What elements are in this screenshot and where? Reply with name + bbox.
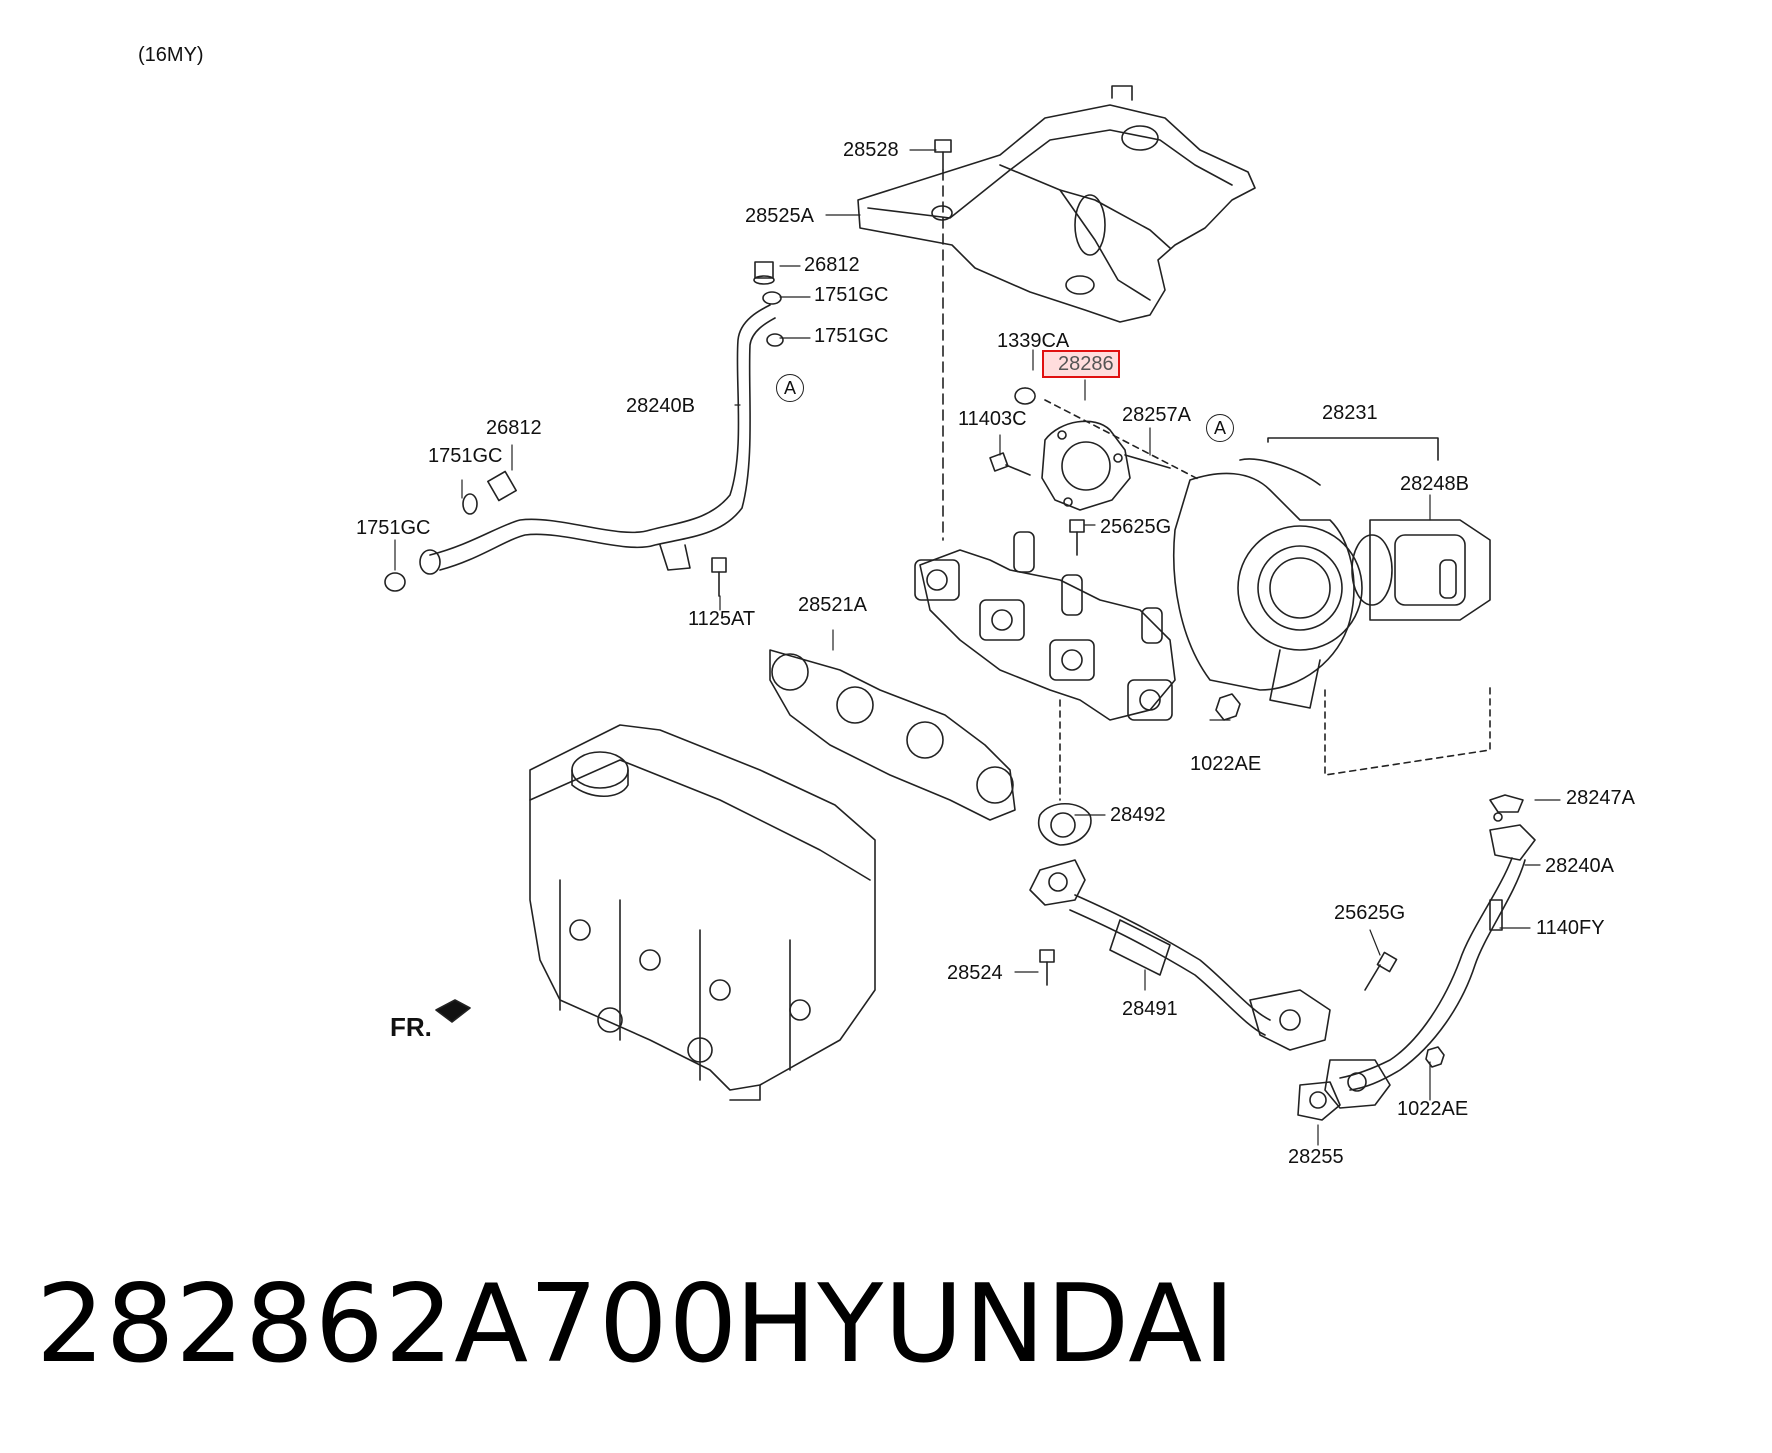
eyebolts-drawing <box>384 261 784 597</box>
reference-marker-a: A <box>776 374 804 402</box>
highlight-box <box>1042 350 1120 378</box>
turbocharger-drawing <box>1172 458 1491 709</box>
callout-1022AE: 1022AE <box>1397 1098 1469 1120</box>
callout-1339CA: 1339CA <box>997 330 1070 352</box>
oil-return-pipe-drawing <box>1297 794 1536 1121</box>
front-arrow-icon <box>435 999 471 1023</box>
heat-shield-drawing <box>857 85 1256 323</box>
callout-28521A: 28521A <box>798 594 867 616</box>
engine-cylinder-head-drawing <box>529 724 876 1101</box>
front-indicator: FR. <box>390 1012 432 1042</box>
bracket-28231 <box>1267 437 1439 461</box>
bolt-28528-drawing <box>934 139 952 171</box>
brand-name: HYUNDAI <box>735 1262 1237 1387</box>
callout-1751GC: 1751GC <box>814 284 889 306</box>
egr-pipe-drawing <box>1029 803 1398 1051</box>
highlighted-part-label: 28286 <box>1058 353 1114 375</box>
callout-28257A: 28257A <box>1122 404 1191 426</box>
callout-1022AE: 1022AE <box>1190 753 1262 775</box>
callout-28525A: 28525A <box>745 205 814 227</box>
callout-28248B: 28248B <box>1400 473 1469 495</box>
exhaust-manifold-drawing <box>914 531 1176 721</box>
callout-28528: 28528 <box>843 139 899 161</box>
studs-drawing <box>989 452 1241 721</box>
callout-28524: 28524 <box>947 962 1003 984</box>
manifold-gasket-drawing <box>769 649 1016 821</box>
callout-28247A: 28247A <box>1566 787 1635 809</box>
model-year-note: (16MY) <box>138 44 204 66</box>
part-number: 282862A700 <box>36 1262 739 1387</box>
callout-26812: 26812 <box>486 417 542 439</box>
reference-marker-a: A <box>1206 414 1234 442</box>
callout-1751GC: 1751GC <box>356 517 431 539</box>
callout-28255: 28255 <box>1288 1146 1344 1168</box>
callout-28240A: 28240A <box>1545 855 1614 877</box>
callout-25625G: 25625G <box>1100 516 1172 538</box>
callout-28491: 28491 <box>1122 998 1178 1020</box>
callout-1751GC: 1751GC <box>428 445 503 467</box>
callout-25625G: 25625G <box>1334 902 1406 924</box>
callout-1751GC: 1751GC <box>814 325 889 347</box>
callout-28231: 28231 <box>1322 402 1378 424</box>
leader-lines <box>394 149 1561 1146</box>
callout-1125AT: 1125AT <box>688 608 756 630</box>
callout-11403C: 11403C <box>958 408 1027 430</box>
gasket-28286-drawing <box>1041 420 1131 511</box>
callout-28492: 28492 <box>1110 804 1166 826</box>
callout-28240B: 28240B <box>626 395 695 417</box>
callout-26812: 26812 <box>804 254 860 276</box>
oil-feed-pipe-drawing <box>419 304 776 575</box>
callout-1140FY: 1140FY <box>1536 917 1605 939</box>
nut-1339CA <box>1014 387 1036 405</box>
